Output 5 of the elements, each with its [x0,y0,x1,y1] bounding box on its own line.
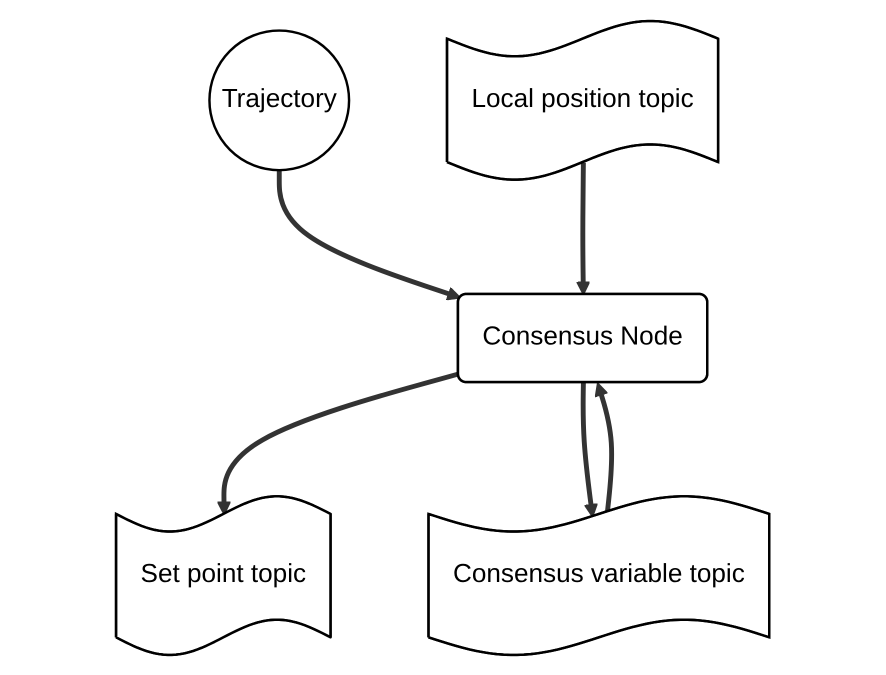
arrow [217,371,460,515]
arrow [581,382,598,518]
node-circle: Trajectory [208,28,351,171]
arrow [277,170,462,300]
arrow [594,382,614,512]
